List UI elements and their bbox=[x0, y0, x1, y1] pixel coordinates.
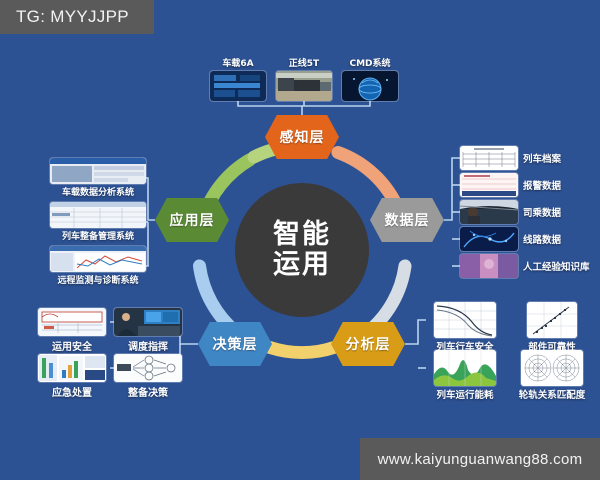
spreadsheet-window-thumbnail bbox=[50, 202, 146, 228]
software-window-thumbnail bbox=[50, 158, 146, 184]
list-item[interactable]: 应急处置 bbox=[38, 354, 106, 399]
locomotive-photo-thumbnail bbox=[276, 71, 332, 101]
application-items: 车载数据分析系统 列车整备管理系统 bbox=[36, 158, 158, 286]
list-item[interactable]: 列车行车安全 bbox=[426, 302, 504, 353]
item-label: 列车行车安全 bbox=[436, 342, 494, 353]
list-item[interactable]: 列车档案 bbox=[460, 146, 561, 170]
item-label: 列车档案 bbox=[523, 154, 562, 165]
item-label: CMD系统 bbox=[349, 59, 391, 69]
document-table-thumbnail bbox=[460, 146, 518, 170]
item-label: 运用安全 bbox=[52, 342, 92, 353]
list-item[interactable]: 列车整备管理系统 bbox=[50, 202, 146, 242]
train-diagram-thumbnail bbox=[38, 308, 106, 336]
knowledge-photo-thumbnail bbox=[460, 254, 518, 278]
list-item[interactable]: 报警数据 bbox=[460, 173, 561, 197]
list-item[interactable]: 司乘数据 bbox=[460, 200, 561, 224]
item-label: 应急处置 bbox=[52, 388, 92, 399]
item-label: 司乘数据 bbox=[523, 208, 562, 219]
item-label: 报警数据 bbox=[523, 181, 562, 192]
arc-analysis-to-decision bbox=[263, 341, 341, 360]
analysis-items: 列车行车安全 部件可靠性 bbox=[426, 302, 594, 401]
item-label: 调度指挥 bbox=[128, 342, 168, 353]
node-analysis-label: 分析层 bbox=[345, 337, 391, 353]
item-label: 人工经验知识库 bbox=[523, 262, 590, 273]
node-analysis-layer[interactable]: 分析层 bbox=[331, 322, 405, 366]
list-item[interactable]: 正线5T bbox=[276, 56, 332, 101]
list-item[interactable]: 整备决策 bbox=[114, 354, 182, 399]
core-line-2: 运用 bbox=[273, 249, 331, 280]
item-label: 线路数据 bbox=[523, 235, 562, 246]
dashboard-chart-thumbnail bbox=[38, 354, 106, 382]
list-item[interactable]: 部件可靠性 bbox=[510, 302, 594, 353]
item-label: 整备决策 bbox=[128, 388, 168, 399]
list-item[interactable]: 调度指挥 bbox=[114, 308, 182, 353]
node-decision-label: 决策层 bbox=[212, 337, 258, 353]
core-circle: 智能 运用 bbox=[235, 183, 369, 317]
node-application-layer[interactable]: 应用层 bbox=[155, 198, 229, 242]
list-item[interactable]: 车载6A bbox=[210, 56, 266, 101]
node-application-label: 应用层 bbox=[169, 213, 215, 229]
polar-chart-thumbnail bbox=[521, 350, 583, 386]
curve-chart-thumbnail bbox=[434, 302, 496, 338]
alarm-table-thumbnail bbox=[460, 173, 518, 197]
item-label: 部件可靠性 bbox=[528, 342, 576, 353]
item-label: 列车运行能耗 bbox=[436, 390, 494, 401]
list-item[interactable]: 车载数据分析系统 bbox=[50, 158, 146, 198]
globe-network-thumbnail bbox=[342, 71, 398, 101]
connector-right-1 bbox=[444, 157, 460, 221]
watermark-top-left: TG: MYYJJPP bbox=[0, 0, 154, 34]
train-equipment-thumbnail bbox=[210, 71, 266, 101]
item-label: 车载6A bbox=[222, 59, 254, 69]
item-label: 列车整备管理系统 bbox=[61, 232, 134, 242]
item-label: 远程监测与诊断系统 bbox=[57, 276, 139, 286]
node-decision-layer[interactable]: 决策层 bbox=[198, 322, 272, 366]
node-perception-layer[interactable]: 感知层 bbox=[265, 115, 339, 159]
list-item[interactable]: 运用安全 bbox=[38, 308, 106, 353]
data-items: 列车档案 报警数据 bbox=[460, 146, 600, 282]
item-label: 轮轨关系匹配度 bbox=[518, 390, 586, 401]
area-chart-thumbnail bbox=[434, 350, 496, 386]
node-data-label: 数据层 bbox=[384, 213, 430, 229]
cab-driver-photo-thumbnail bbox=[460, 200, 518, 224]
decision-items: 运用安全 调度指挥 bbox=[36, 308, 188, 399]
node-perception-label: 感知层 bbox=[279, 130, 325, 146]
item-label: 车载数据分析系统 bbox=[61, 188, 134, 198]
perception-items: 车载6A 正线5T bbox=[210, 56, 400, 112]
scatter-chart-thumbnail bbox=[527, 302, 577, 338]
flow-diagram-thumbnail bbox=[114, 354, 182, 382]
route-network-thumbnail bbox=[460, 227, 518, 251]
dispatch-room-photo-thumbnail bbox=[114, 308, 182, 336]
item-label: 正线5T bbox=[288, 59, 320, 69]
list-item[interactable]: 远程监测与诊断系统 bbox=[50, 246, 146, 286]
monitoring-window-thumbnail bbox=[50, 246, 146, 272]
list-item[interactable]: CMD系统 bbox=[342, 56, 398, 101]
list-item[interactable]: 人工经验知识库 bbox=[460, 254, 590, 278]
list-item[interactable]: 线路数据 bbox=[460, 227, 561, 251]
core-line-1: 智能 bbox=[273, 218, 331, 250]
watermark-bottom-right: www.kaiyunguanwang88.com bbox=[360, 438, 600, 480]
list-item[interactable]: 列车运行能耗 bbox=[426, 350, 504, 401]
node-data-layer[interactable]: 数据层 bbox=[370, 198, 444, 242]
list-item[interactable]: 轮轨关系匹配度 bbox=[510, 350, 594, 401]
